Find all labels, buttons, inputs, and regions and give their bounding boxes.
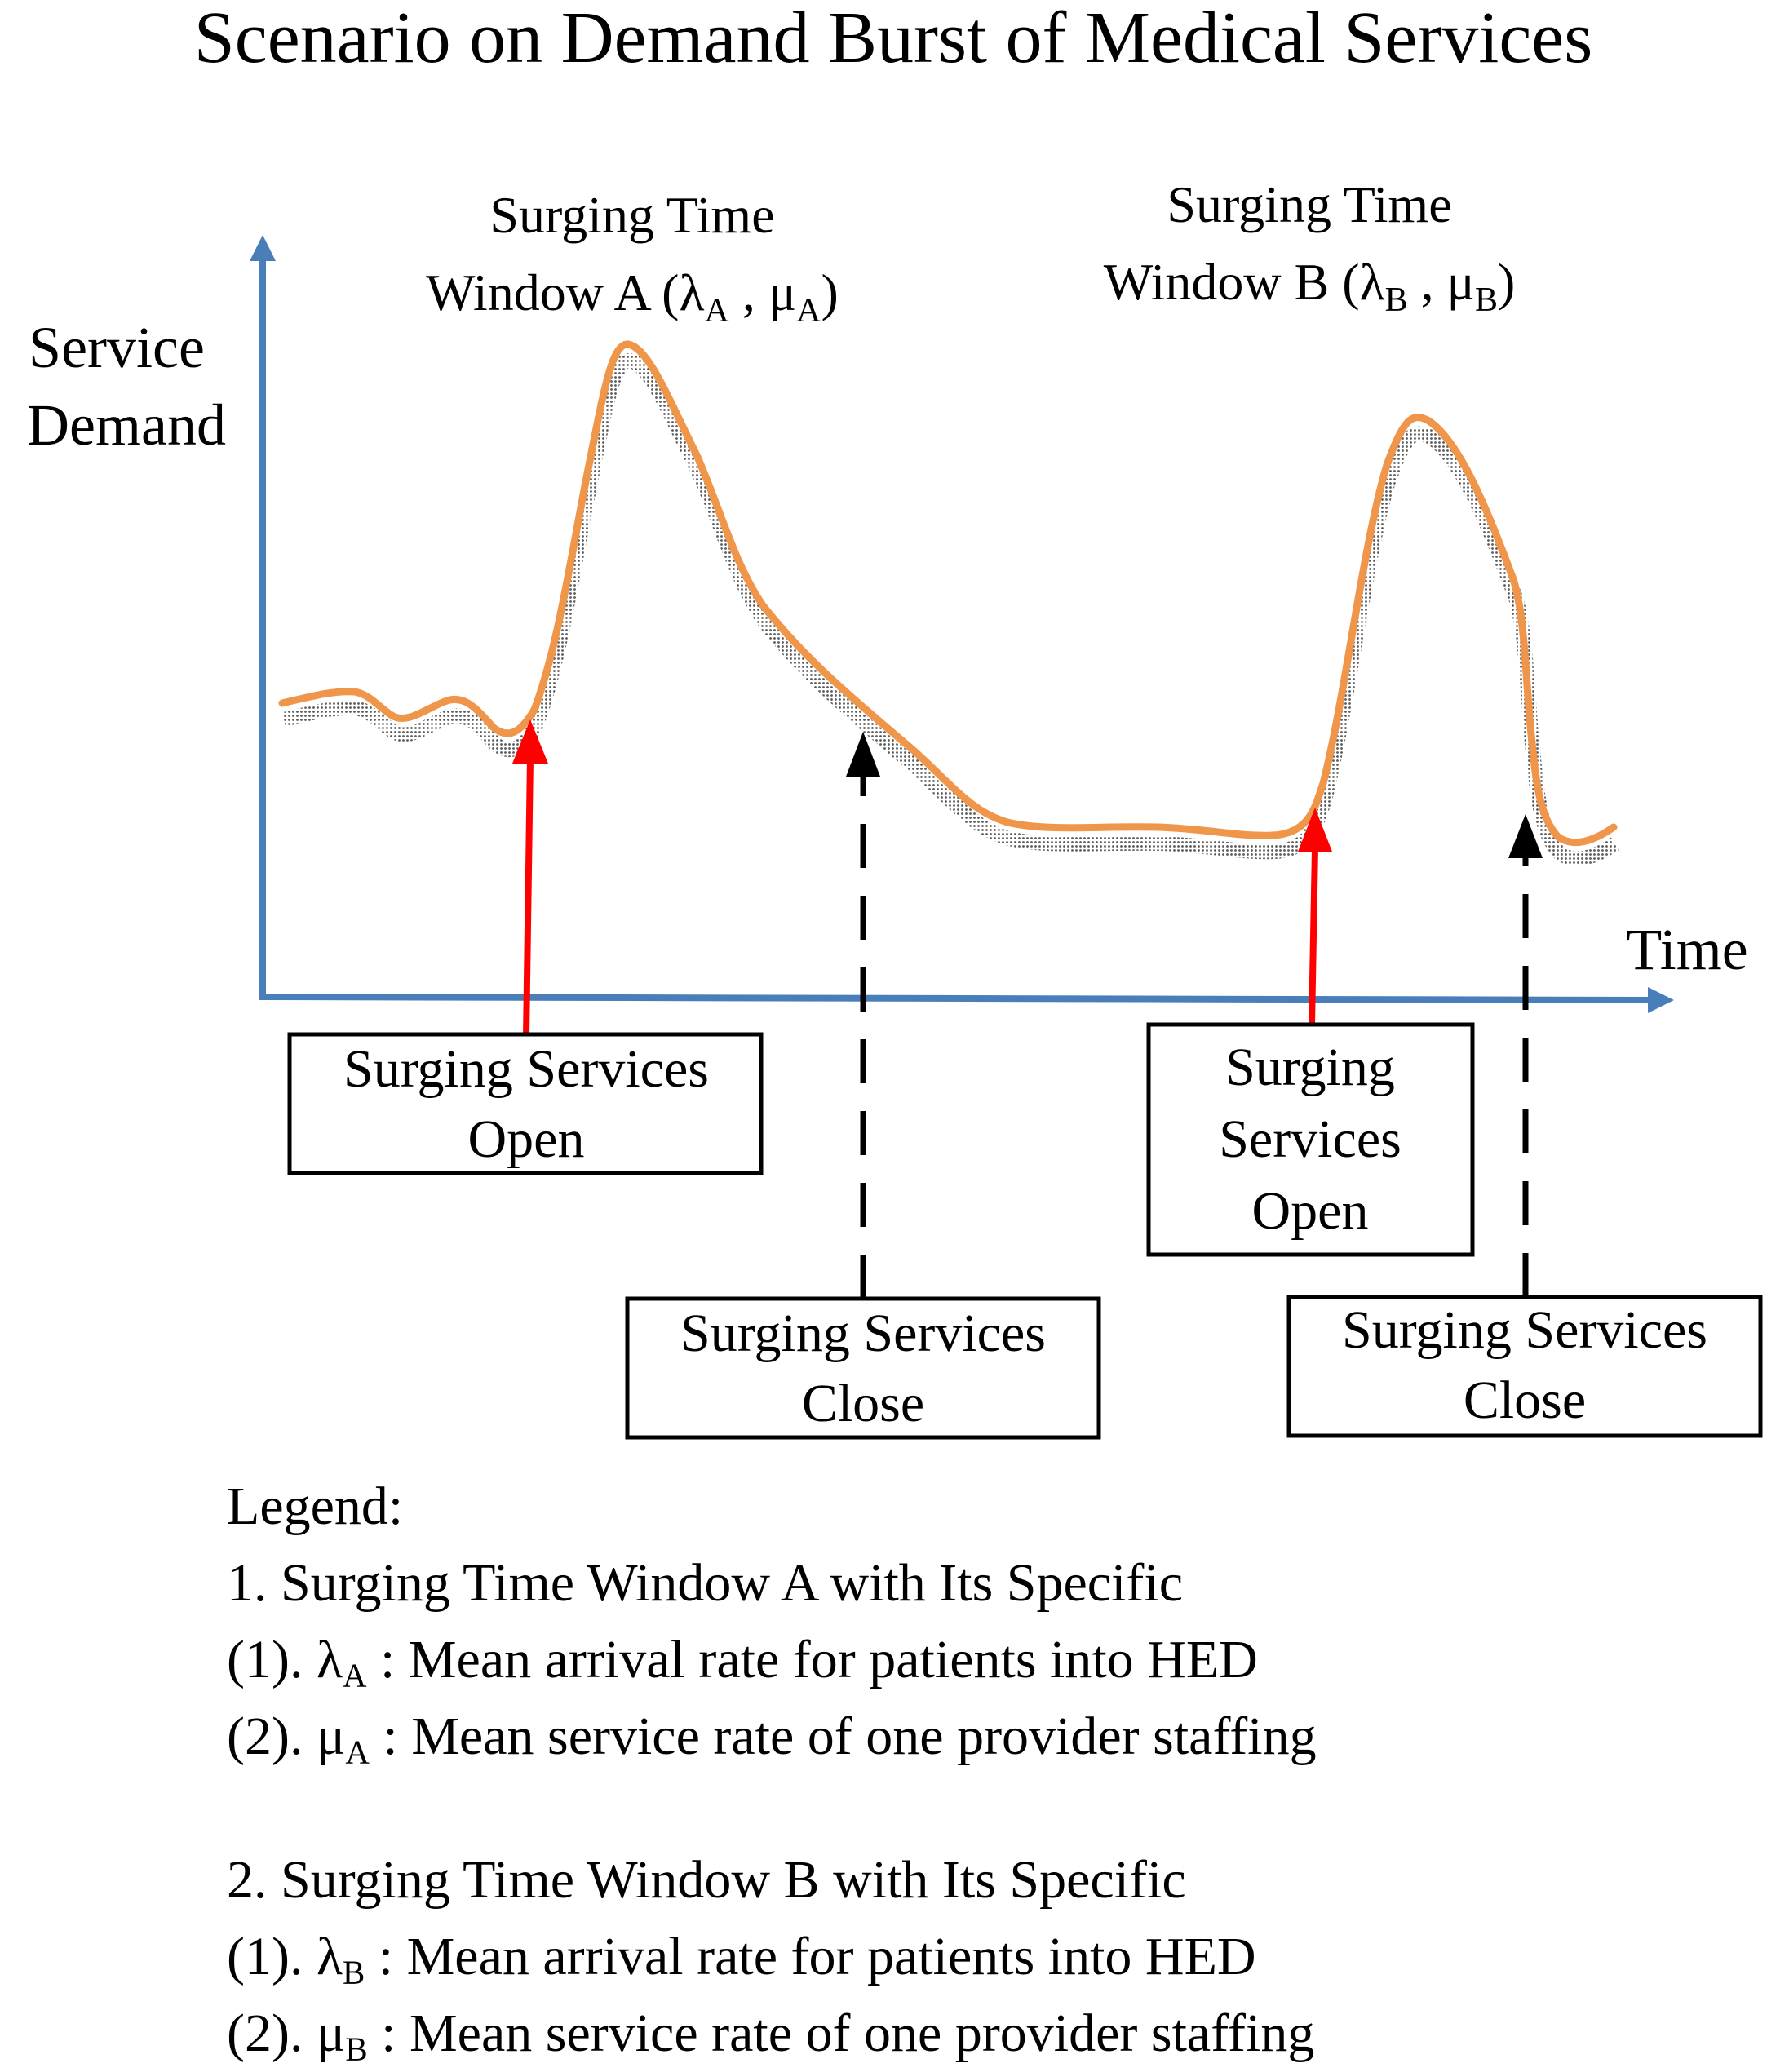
open-b-box: Surging Services Open — [1146, 1022, 1475, 1257]
diagram-title: Scenario on Demand Burst of Medical Serv… — [194, 0, 1593, 78]
legend: Legend: 1. Surging Time Window A with It… — [227, 1468, 1744, 2072]
x-axis-label: Time — [1626, 917, 1747, 982]
open-b-arrow-head — [1298, 808, 1332, 852]
close-b-box: Surging Services Close — [1286, 1295, 1763, 1438]
mu-symbol: μ — [316, 2003, 346, 2063]
demand-curve-shadow — [281, 353, 1620, 866]
legend-item: (1). λA : Mean arrival rate for patients… — [227, 1630, 1258, 1694]
lambda-symbol: λ — [316, 1630, 343, 1689]
lambda-symbol: λ — [316, 1927, 343, 1986]
open-a-box-line2: Open — [468, 1109, 585, 1169]
legend-group-a-title: 1. Surging Time Window A with Its Specif… — [227, 1553, 1184, 1613]
window-a-heading-line1: Surging Time — [489, 186, 774, 244]
legend-group-b-title: 2. Surging Time Window B with Its Specif… — [227, 1850, 1186, 1910]
y-axis-arrowhead — [250, 235, 276, 261]
open-a-arrow-head — [512, 719, 548, 764]
open-b-box-line2: Services — [1219, 1109, 1402, 1169]
close-b-arrow-head — [1508, 814, 1543, 858]
close-b-box-line2: Close — [1464, 1370, 1586, 1430]
close-a-box-line1: Surging Services — [680, 1304, 1046, 1363]
legend-heading: Legend: — [227, 1477, 404, 1536]
x-axis — [259, 994, 1657, 1003]
y-axis-label-line2: Demand — [27, 392, 226, 458]
window-b-heading-line2: Window B (λB , μB) — [1104, 253, 1516, 319]
open-a-box-line1: Surging Services — [343, 1039, 709, 1099]
open-b-arrow-shaft — [1309, 848, 1318, 1025]
open-a-box: Surging Services Open — [287, 1032, 764, 1175]
demand-curve — [278, 340, 1618, 847]
window-a-heading-line2: Window A (λA , μA) — [426, 263, 839, 330]
legend-item: (2). μA : Mean service rate of one provi… — [227, 1707, 1317, 1771]
close-a-arrow-head — [846, 732, 880, 777]
close-a-box-line2: Close — [802, 1374, 924, 1433]
window-b-heading-line1: Surging Time — [1167, 175, 1451, 233]
x-axis-arrowhead — [1648, 987, 1674, 1013]
y-axis-label-line1: Service — [29, 315, 205, 380]
close-a-box: Surging Services Close — [625, 1296, 1101, 1440]
open-b-box-line1: Surging — [1225, 1038, 1395, 1097]
legend-item: (1). λB : Mean arrival rate for patients… — [227, 1927, 1256, 1991]
mu-symbol: μ — [316, 1707, 346, 1766]
close-b-box-line1: Surging Services — [1342, 1300, 1707, 1360]
open-b-box-line3: Open — [1252, 1181, 1369, 1241]
open-a-arrow-shaft — [523, 758, 534, 1037]
legend-item: (2). μB : Mean service rate of one provi… — [227, 2003, 1315, 2068]
